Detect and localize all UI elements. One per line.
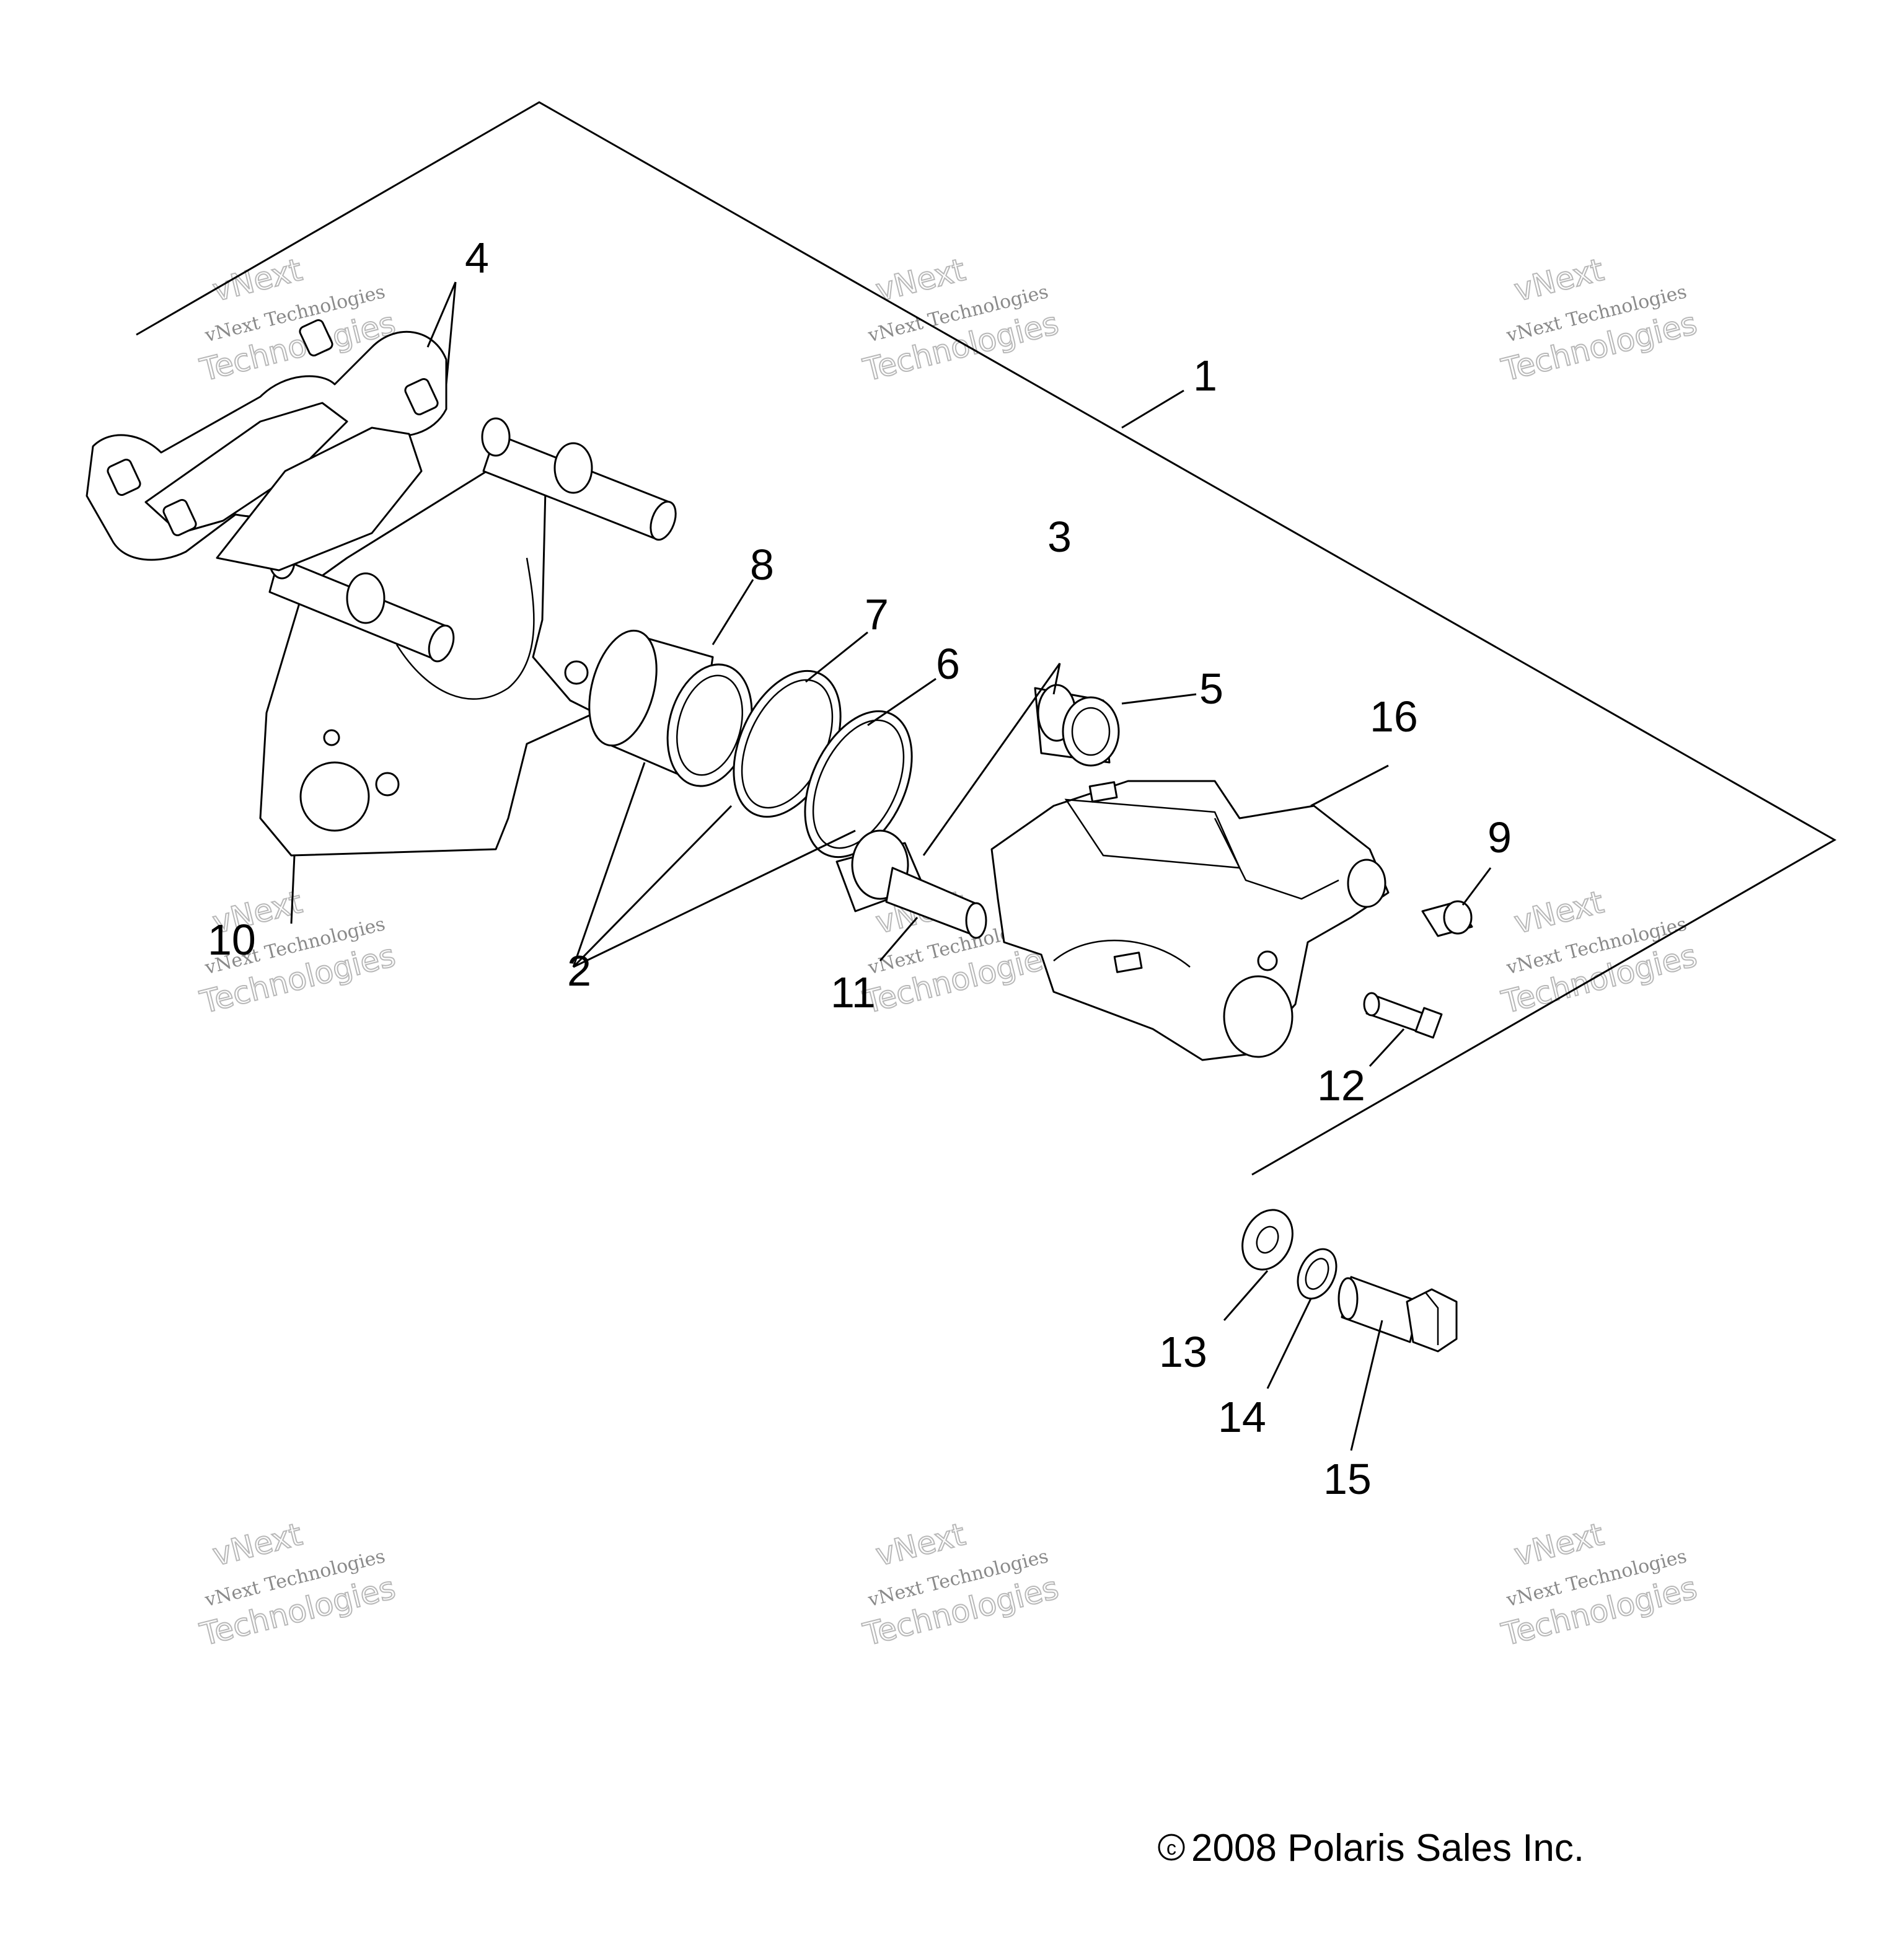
callout-15: 15: [1323, 1455, 1372, 1503]
svg-text:vNext: vNext: [1510, 884, 1607, 941]
copyright: c 2008 Polaris Sales Inc.: [1158, 1827, 1584, 1870]
copyright-symbol: c: [1166, 1837, 1176, 1859]
brake-pads: [86, 319, 447, 572]
slide-pin: [835, 829, 987, 939]
washer-large: [1241, 1209, 1294, 1271]
callout-8: 8: [750, 541, 774, 589]
caliper-housing: [990, 780, 1390, 1061]
callout-16: 16: [1370, 692, 1418, 741]
callout-2: 2: [567, 947, 591, 995]
watermark: vNext vNext Technologies Technologies: [859, 251, 1063, 389]
watermark: vNext vNext Technologies Technologies: [1497, 883, 1701, 1021]
watermark: vNext vNext Technologies Technologies: [196, 1516, 400, 1653]
bleeder-cap: [1421, 900, 1473, 937]
callout-9: 9: [1488, 813, 1512, 862]
leader-lines: [290, 281, 1492, 1451]
callout-5: 5: [1199, 665, 1223, 713]
watermark: vNext vNext Technologies Technologies: [1497, 1516, 1701, 1653]
callout-13: 13: [1159, 1328, 1207, 1376]
bolt: [1338, 1276, 1458, 1353]
bleeder-screw: [1363, 992, 1443, 1039]
callout-14: 14: [1218, 1393, 1266, 1441]
callout-7: 7: [865, 590, 889, 638]
callout-10: 10: [208, 916, 256, 964]
callout-12: 12: [1317, 1061, 1365, 1110]
lock-washer: [1297, 1248, 1338, 1300]
svg-text:vNext: vNext: [1510, 1516, 1607, 1573]
svg-text:vNext: vNext: [209, 1516, 306, 1573]
callout-6: 6: [936, 640, 960, 688]
piston: [588, 629, 753, 787]
watermark-line1: vNext: [209, 252, 306, 309]
watermark: vNext vNext Technologies Technologies: [1497, 251, 1701, 389]
caliper-bracket: [259, 417, 677, 857]
copyright-text: 2008 Polaris Sales Inc.: [1191, 1827, 1584, 1870]
callout-4: 4: [465, 234, 489, 282]
assembly-outline: [136, 101, 1837, 1176]
piston-seal: [804, 710, 913, 859]
svg-text:vNext: vNext: [872, 1516, 969, 1573]
callouts: 1 2 3 4 5 6 7 8 9 10 11 12 13 14 15 16: [208, 234, 1512, 1503]
callout-3: 3: [1047, 513, 1072, 561]
svg-text:vNext: vNext: [1510, 252, 1607, 309]
callout-1: 1: [1193, 351, 1217, 400]
watermark: vNext vNext Technologies Technologies: [859, 1516, 1063, 1653]
pin-boot: [1034, 684, 1120, 767]
callout-11: 11: [831, 968, 876, 1017]
